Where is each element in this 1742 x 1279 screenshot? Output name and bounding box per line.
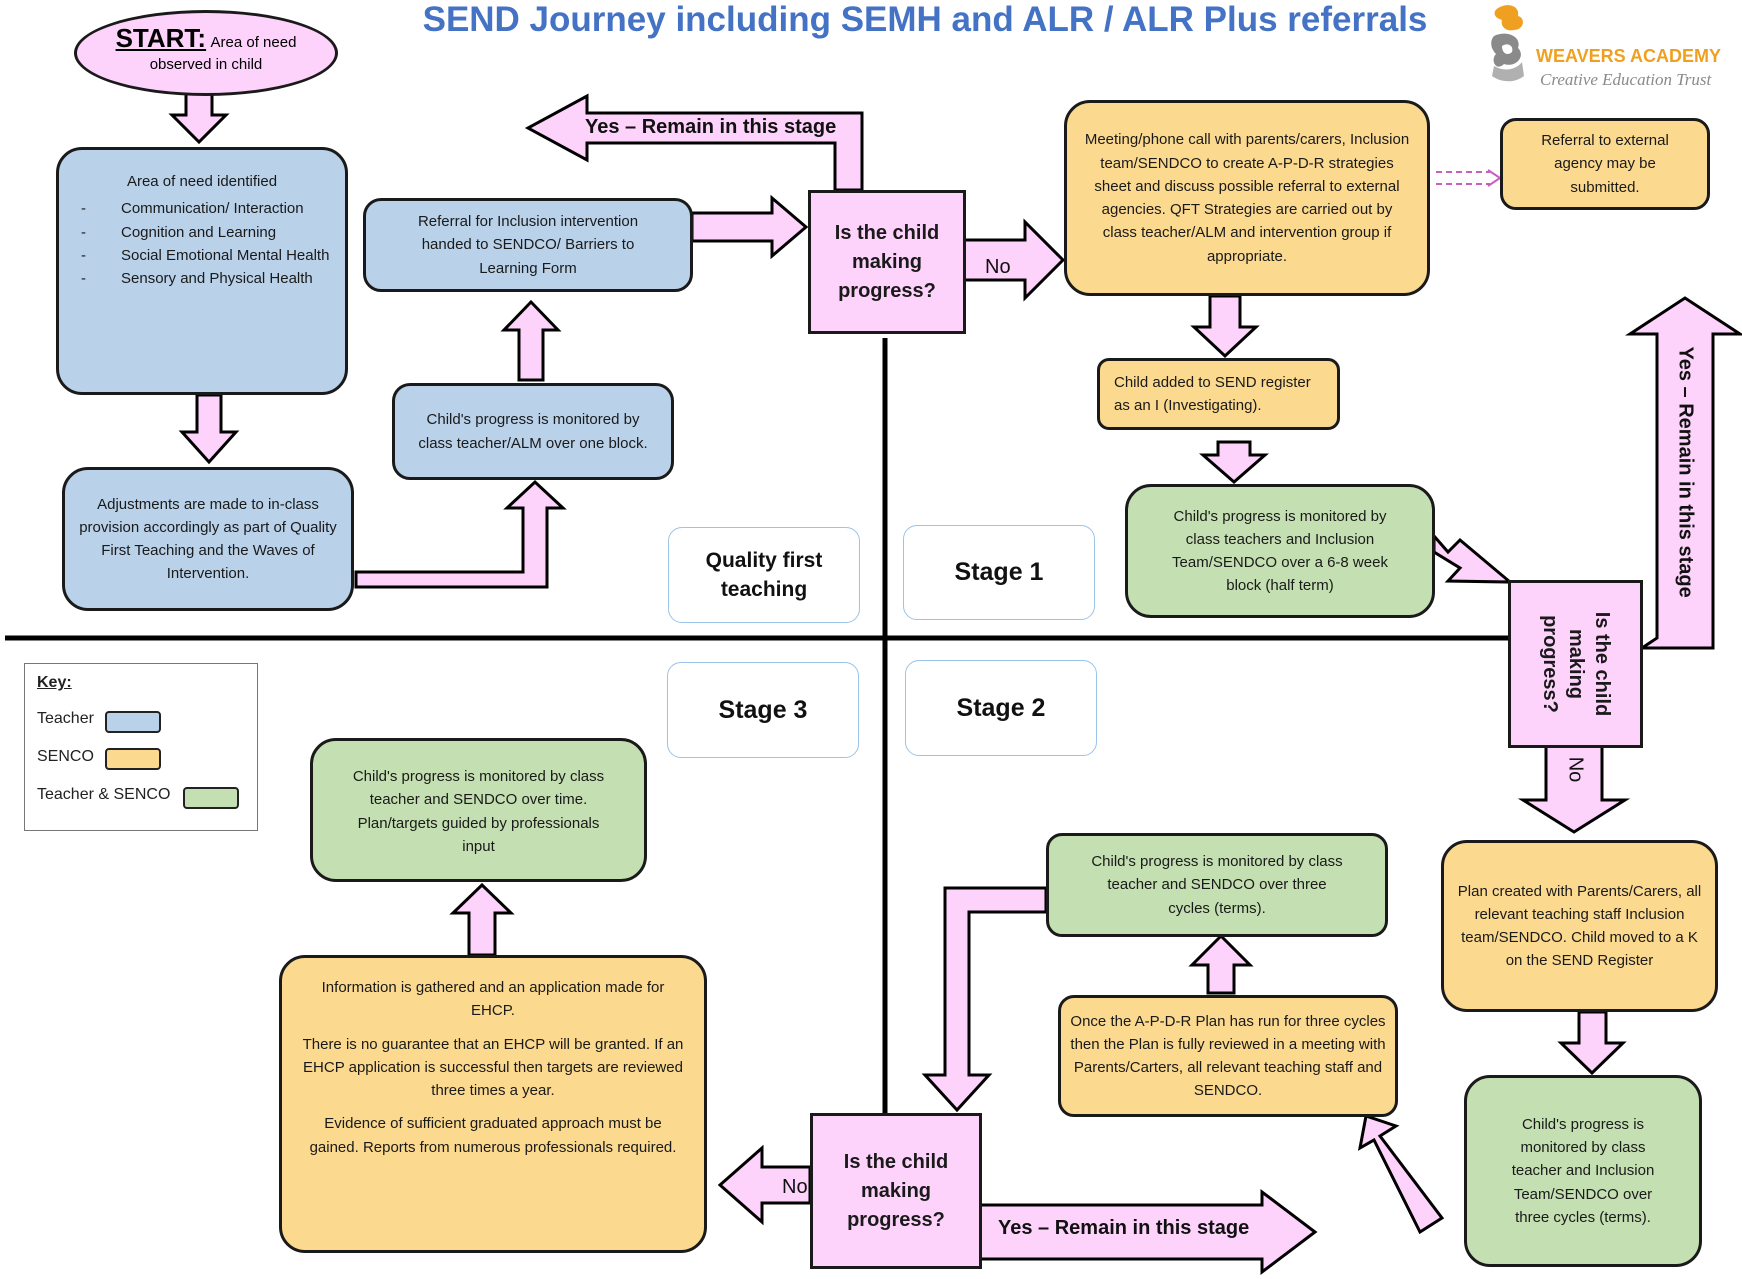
key-heading: Key: <box>37 674 72 691</box>
send-register-box: Child added to SEND register as an I (In… <box>1097 358 1340 430</box>
arrow-cycles-diagonal <box>1357 1114 1445 1235</box>
decision-right-no-label: No <box>1564 756 1587 783</box>
academy-crest-icon <box>1491 5 1524 82</box>
key-teacher-senco-swatch <box>183 787 239 809</box>
arrow-right-no-down <box>1517 744 1631 834</box>
key-teacher-senco-label: Teacher & SENCO <box>37 786 171 803</box>
referral-inclusion-box: Referral for Inclusion intervention hand… <box>363 198 693 292</box>
monitor-class-teacher-box: Child's progress is monitored by class t… <box>392 383 674 480</box>
decision-top-yes-label: Yes – Remain in this stage <box>585 116 837 138</box>
logo: WEAVERS ACADEMY Creative Education Trust <box>1488 2 1722 92</box>
external-referral-box: Referral to external agency may be submi… <box>1500 118 1710 210</box>
arrow-adjust-to-monitor <box>354 479 567 589</box>
page-title: SEND Journey including SEMH and ALR / AL… <box>422 0 1428 39</box>
arrow-bottom-yes-right <box>978 1188 1318 1276</box>
decision-bottom: Is the child making progress? <box>810 1113 982 1269</box>
decision-right-question: Is the child making progress? <box>1538 611 1613 717</box>
key-senco-label: SENCO <box>37 748 94 765</box>
apdr-review-box: Once the A-P-D-R Plan has run for three … <box>1058 995 1398 1117</box>
monitor-professionals-box: Child's progress is monitored by class t… <box>310 738 647 882</box>
area-of-need-heading: Area of need identified <box>126 173 278 190</box>
start-text-line1: Area of need <box>210 34 297 51</box>
monitor-three-cycles-right-box: Child's progress is monitored by class t… <box>1464 1075 1702 1267</box>
monitor-three-cycles-mid-box: Child's progress is monitored by class t… <box>1046 833 1388 937</box>
arrow-start-down <box>168 91 230 145</box>
ehcp-paragraph-3: Evidence of sufficient graduated approac… <box>309 1115 677 1156</box>
logo-name: WEAVERS ACADEMY <box>1536 46 1722 66</box>
area-of-need-item: Cognition and Learning <box>71 221 333 245</box>
arrow-plan-down <box>1557 1010 1627 1076</box>
arrow-right-yes-up <box>1624 296 1742 650</box>
decision-bottom-yes-label: Yes – Remain in this stage <box>998 1217 1250 1239</box>
stage-3-label: Stage 3 <box>667 662 859 758</box>
ehcp-paragraph-2: There is no guarantee that an EHCP will … <box>302 1035 684 1100</box>
arrow-ehcp-up <box>449 882 515 957</box>
start-heading: START: <box>115 23 207 53</box>
start-text-line2: observed in child <box>149 56 263 73</box>
ehcp-paragraph-1: Information is gathered and an applicati… <box>321 979 665 1020</box>
arrow-register-down <box>1198 440 1270 484</box>
arrow-top-yes-left <box>524 93 864 192</box>
color-key: Key: Teacher SENCO Teacher & SENCO <box>24 663 258 831</box>
arrow-top-no-right <box>960 218 1066 302</box>
dashed-arrow-external <box>1436 169 1502 187</box>
key-teacher-label: Teacher <box>37 710 94 727</box>
logo-tagline: Creative Education Trust <box>1540 70 1712 89</box>
decision-right-yes-label: Yes – Remain in this stage <box>1674 346 1697 598</box>
arrow-monitor-up <box>500 299 562 382</box>
area-of-need-list: Communication/ Interaction Cognition and… <box>71 197 333 290</box>
ehcp-box: Information is gathered and an applicati… <box>279 955 707 1253</box>
key-teacher-swatch <box>105 711 161 733</box>
arrow-referral-right <box>690 194 809 260</box>
decision-right: Is the child making progress? <box>1508 580 1643 748</box>
arrow-halfterm-diagonal <box>1432 532 1515 584</box>
arrow-meeting-down <box>1190 294 1260 359</box>
decision-bottom-no-label: No <box>782 1176 808 1198</box>
decision-top-no-label: No <box>985 256 1011 278</box>
stage-quality-first-teaching: Quality first teaching <box>668 527 860 623</box>
decision-top-question: Is the child making progress? <box>834 221 940 302</box>
arrow-area-down <box>178 393 240 465</box>
key-senco-swatch <box>105 748 161 770</box>
area-of-need-item: Communication/ Interaction <box>71 197 333 221</box>
area-of-need-box: Area of need identified Communication/ I… <box>56 147 348 395</box>
arrow-apdr-up <box>1188 933 1254 995</box>
stage-1-label: Stage 1 <box>903 525 1095 620</box>
stage-2-label: Stage 2 <box>905 660 1097 756</box>
area-of-need-item: Social Emotional Mental Health <box>71 244 333 268</box>
decision-bottom-question: Is the child making progress? <box>843 1150 949 1231</box>
plan-created-box: Plan created with Parents/Carers, all re… <box>1441 840 1718 1012</box>
area-of-need-item: Sensory and Physical Health <box>71 267 333 291</box>
decision-top: Is the child making progress? <box>808 190 966 334</box>
arrow-bottom-no-left <box>717 1144 812 1226</box>
start-node: START: Area of need observed in child <box>74 10 338 96</box>
meeting-box: Meeting/phone call with parents/carers, … <box>1064 100 1430 296</box>
monitor-half-term-box: Child's progress is monitored by class t… <box>1125 484 1435 618</box>
arrow-mid-to-bottom-decision <box>921 886 1048 1113</box>
adjustments-box: Adjustments are made to in-class provisi… <box>62 467 354 611</box>
